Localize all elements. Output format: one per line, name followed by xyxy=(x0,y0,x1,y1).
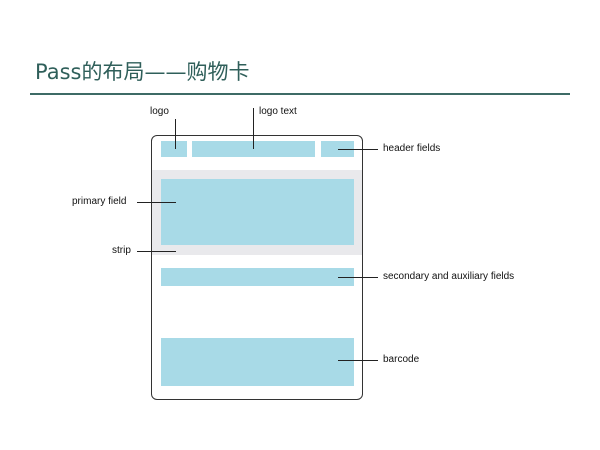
label-logo-text: logo text xyxy=(259,106,297,117)
logo-box xyxy=(161,141,187,157)
label-secondary-auxiliary: secondary and auxiliary fields xyxy=(383,271,515,282)
logo-text-box xyxy=(192,141,315,157)
leader-secondary-auxiliary xyxy=(338,277,378,278)
leader-header-fields xyxy=(338,149,378,150)
slide-title: Pass的布局——购物卡 xyxy=(35,60,250,84)
label-barcode: barcode xyxy=(383,354,420,365)
barcode-box xyxy=(161,338,354,386)
primary-field-box xyxy=(161,179,354,245)
header-fields-box xyxy=(321,141,354,157)
leader-primary-field xyxy=(137,202,176,203)
label-header-fields: header fields xyxy=(383,143,441,154)
secondary-auxiliary-box xyxy=(161,268,354,286)
label-logo: logo xyxy=(150,106,169,117)
leader-strip xyxy=(137,251,176,252)
label-strip: strip xyxy=(112,245,131,256)
label-primary-field: primary field xyxy=(72,196,127,207)
leader-barcode xyxy=(338,360,378,361)
leader-logo-text xyxy=(253,108,254,149)
leader-logo xyxy=(175,119,176,149)
title-divider xyxy=(30,93,570,95)
